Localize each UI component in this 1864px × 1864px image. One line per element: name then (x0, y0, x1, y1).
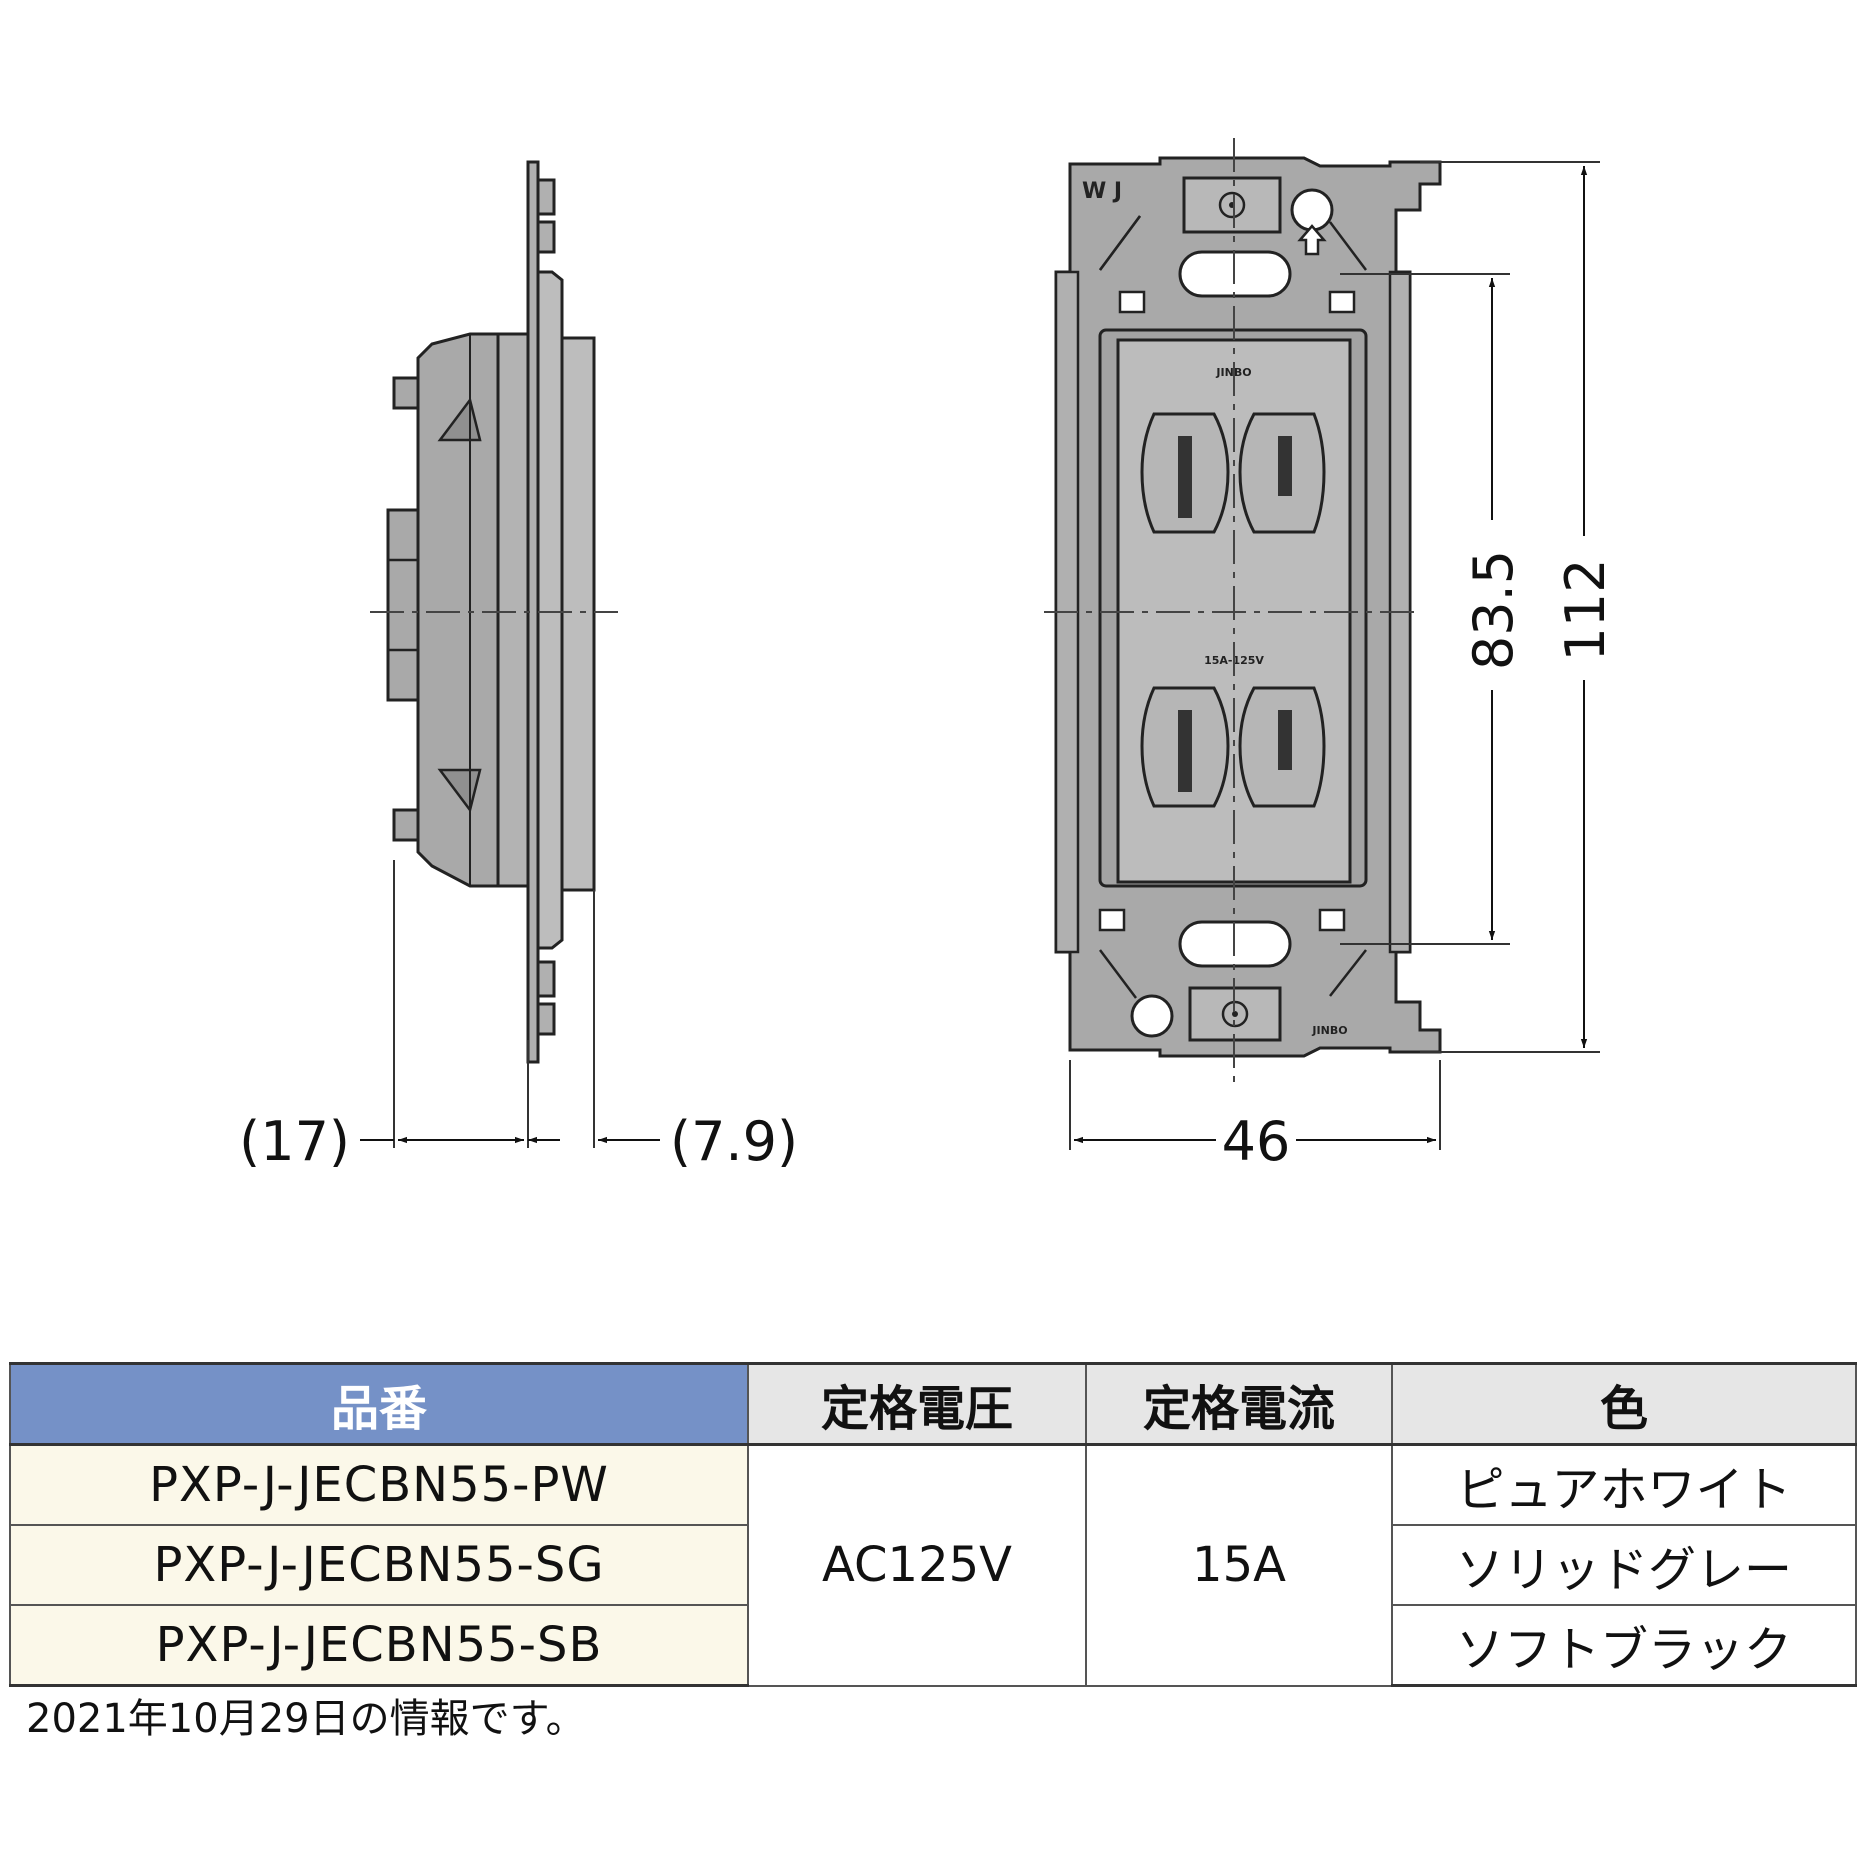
outlet-upper-right (1238, 412, 1326, 534)
side-view: (17) (7.9) (239, 160, 798, 1173)
spec-table-header-row: 品番 定格電圧 定格電流 色 (9, 1362, 1857, 1446)
current-cell: 15A (1085, 1443, 1393, 1687)
color-cell: ピュアホワイト (1391, 1443, 1857, 1526)
wj-mark: W J (1082, 179, 1122, 204)
top-hole (1290, 188, 1334, 232)
header-rated-voltage: 定格電圧 (747, 1362, 1087, 1446)
table-row: PXP-J-JECBN55-SG ソリッドグレー (9, 1524, 1857, 1606)
spec-table: 品番 定格電圧 定格電流 色 PXP-J-JECBN55-PW AC125V 1… (9, 1362, 1857, 1687)
bottom-hole (1130, 994, 1174, 1038)
dim-label-112: 112 (1554, 558, 1617, 661)
brand-mark-bottom: JINBO (1311, 1024, 1347, 1037)
voltage-cell: AC125V (747, 1443, 1087, 1687)
header-rated-current: 定格電流 (1085, 1362, 1393, 1446)
dim-label-17: (17) (239, 1110, 350, 1173)
outlet-lower-left (1140, 686, 1230, 808)
part-number-cell: PXP-J-JECBN55-SB (9, 1604, 749, 1687)
part-number-cell: PXP-J-JECBN55-SG (9, 1524, 749, 1606)
technical-drawing: (17) (7.9) W J (239, 138, 1617, 1173)
outlet-lower-right (1238, 686, 1326, 808)
dim-label-7-9: (7.9) (670, 1110, 798, 1173)
side-front-face (560, 336, 596, 892)
dim-label-83-5: 83.5 (1462, 550, 1525, 670)
front-view: W J JINBO 15A-125V JINBO (1044, 138, 1617, 1173)
table-row: PXP-J-JECBN55-SB ソフトブラック (9, 1604, 1857, 1687)
side-plate (536, 270, 564, 950)
table-row: PXP-J-JECBN55-PW AC125V 15A ピュアホワイト (9, 1443, 1857, 1687)
color-cell: ソフトブラック (1391, 1604, 1857, 1687)
color-cell: ソリッドグレー (1391, 1524, 1857, 1606)
dim-label-46: 46 (1222, 1110, 1291, 1173)
outlet-upper-left (1140, 412, 1230, 534)
part-number-cell: PXP-J-JECBN55-PW (9, 1443, 749, 1526)
header-part-number: 品番 (9, 1362, 749, 1446)
info-date-note: 2021年10月29日の情報です。 (26, 1696, 586, 1742)
header-color: 色 (1391, 1362, 1857, 1446)
